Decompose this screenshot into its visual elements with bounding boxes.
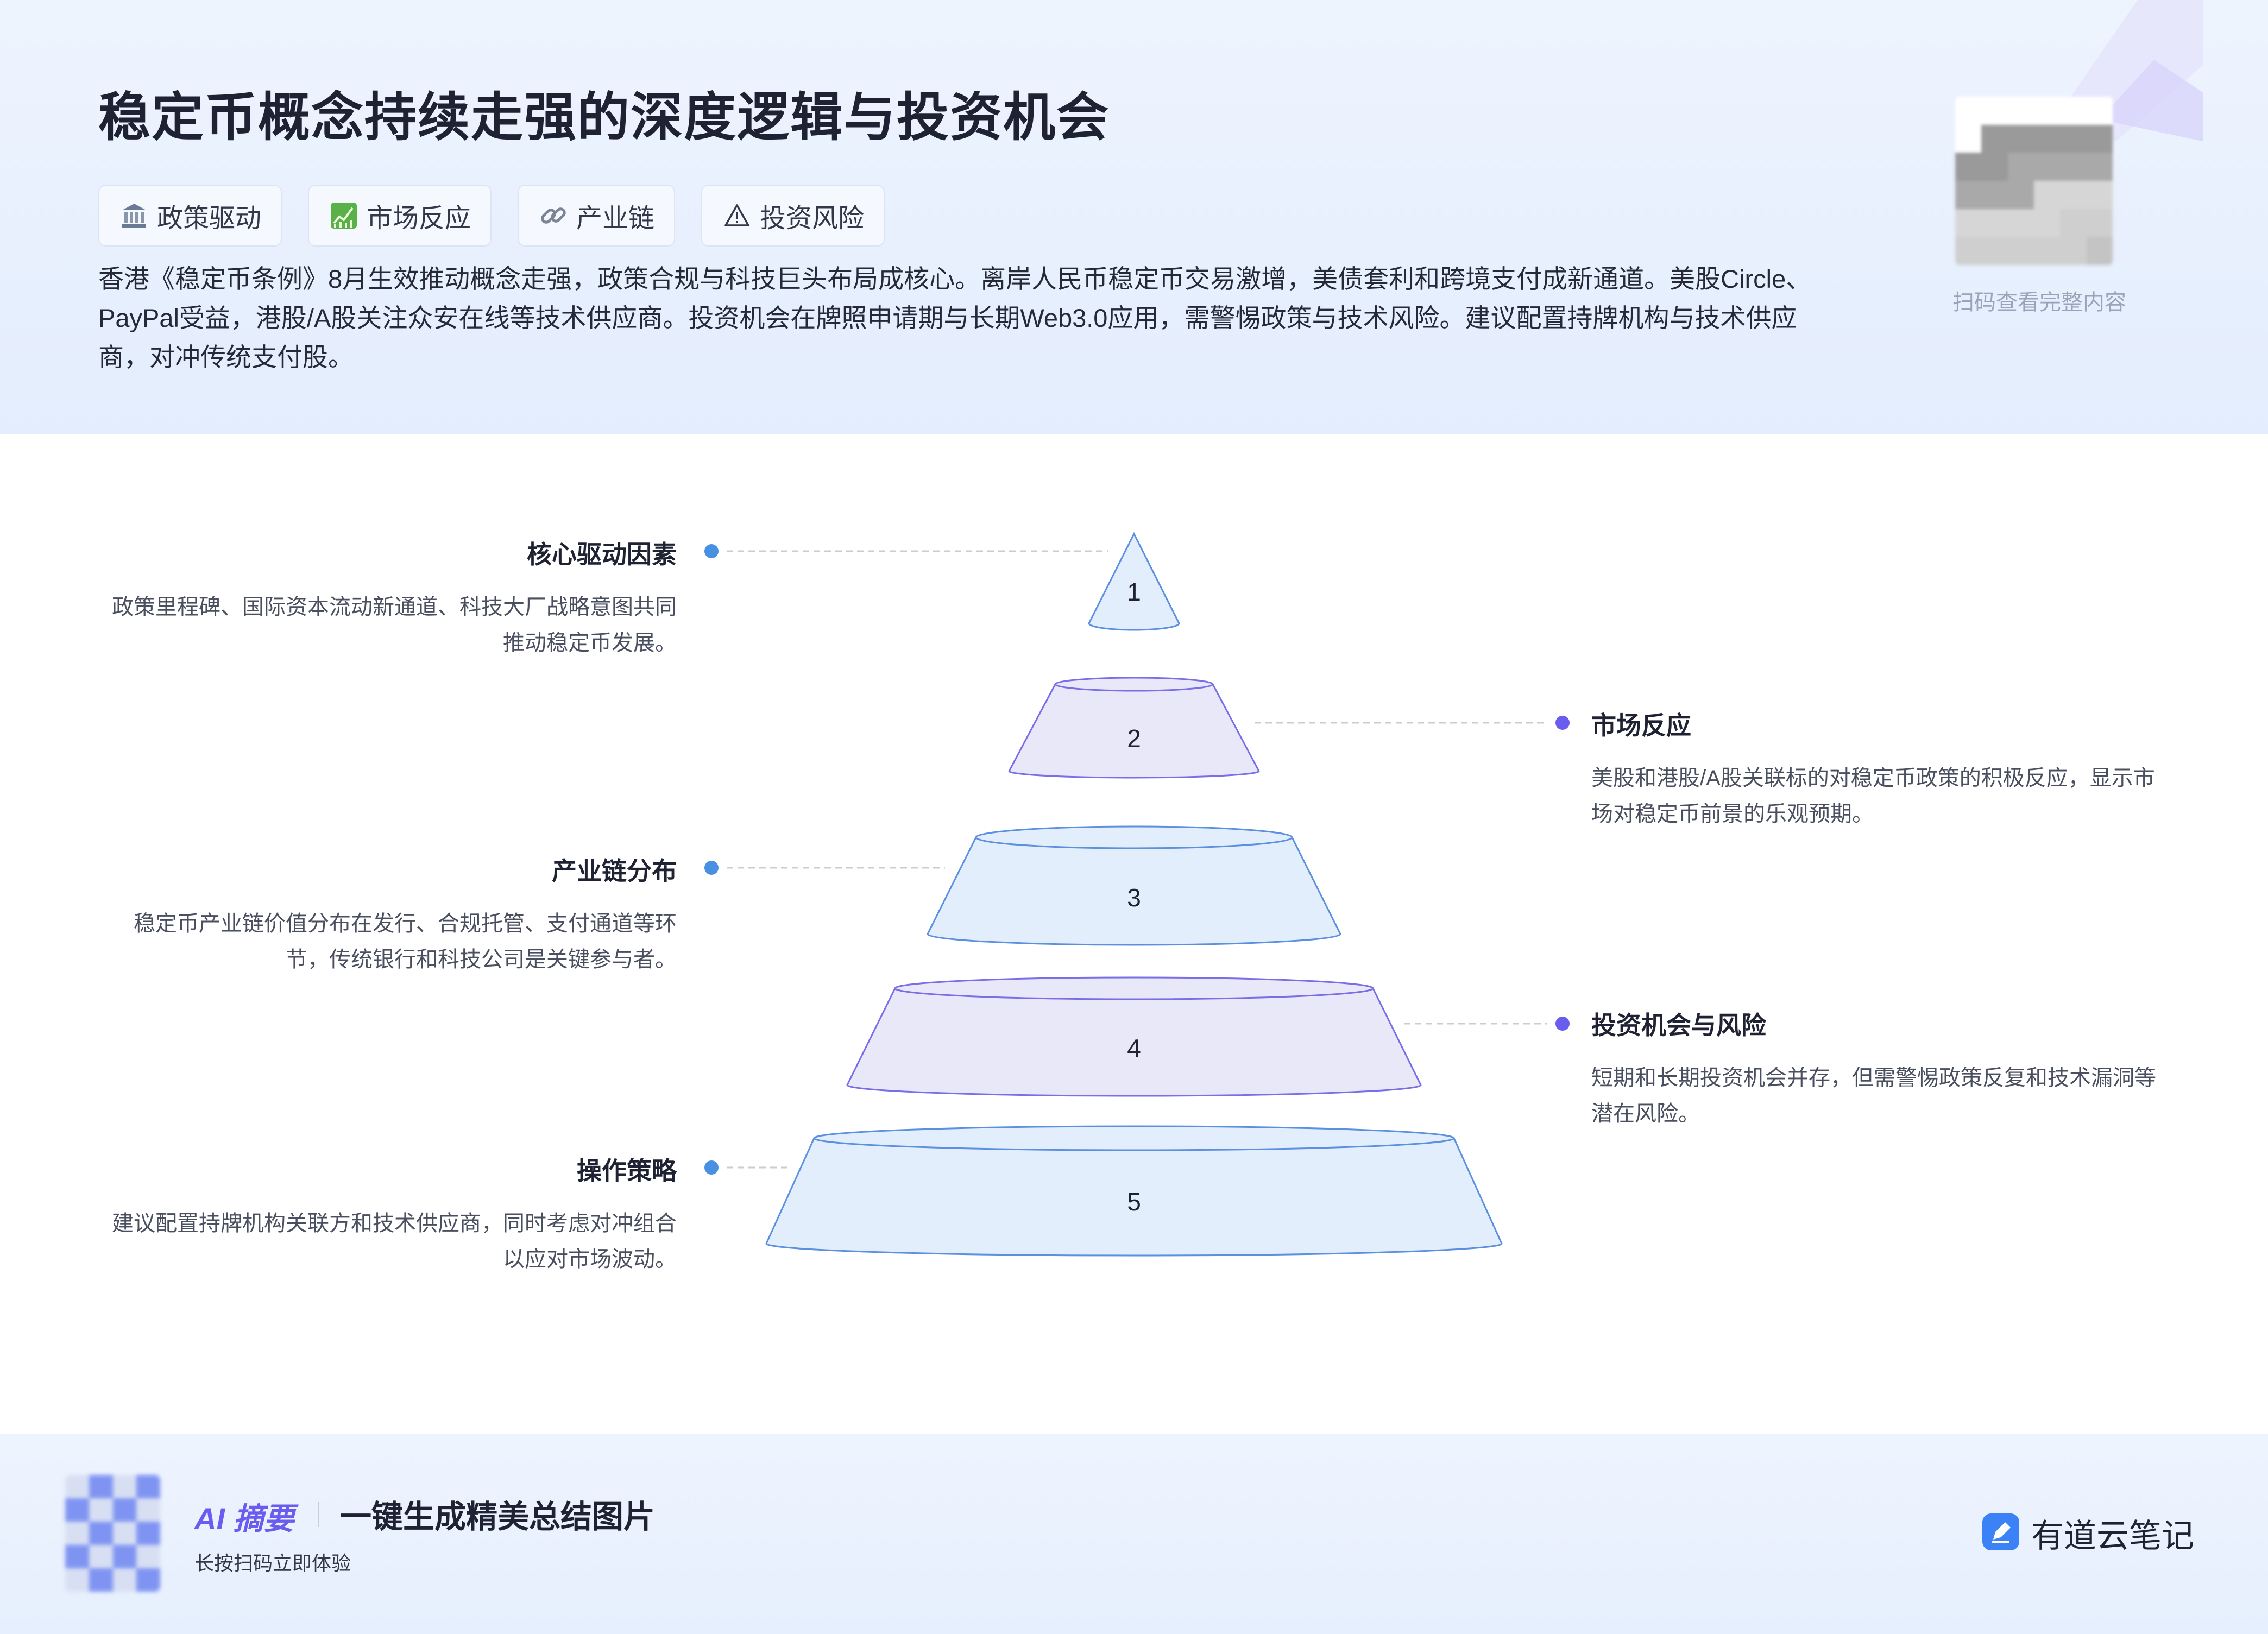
level-description: 政策里程碑、国际资本流动新通道、科技大厂战略意图共同推动稳定币发展。 (112, 595, 677, 655)
tag-risk: 投资风险 (701, 185, 885, 247)
chart-up-icon (329, 200, 359, 231)
qr-caption: 扫码查看完整内容 (1952, 291, 2126, 314)
tag-industry-chain: 产业链 (518, 185, 676, 247)
connector-dot (704, 544, 719, 558)
level-5-label: 操作策略 建议配置持牌机构关联方和技术供应商，同时考虑对冲组合以应对市场波动。 (98, 1151, 677, 1277)
level-title: 市场反应 (1591, 711, 1691, 740)
pyramid-level-3: 3 (704, 825, 1341, 946)
level-number: 3 (1127, 884, 1141, 912)
connector-dot (704, 861, 719, 875)
pyramid-segment (1088, 532, 1180, 631)
footer-qr-code[interactable] (65, 1475, 160, 1592)
pyramid-segment-top (894, 976, 1374, 1000)
link-icon (538, 200, 569, 231)
brand-name: 有道云笔记 (2031, 1518, 2194, 1554)
level-title: 操作策略 (577, 1157, 677, 1185)
level-number: 2 (1127, 724, 1141, 753)
tag-market: 市场反应 (308, 185, 492, 247)
tag-label: 市场反应 (367, 204, 471, 233)
connector-dot (1555, 716, 1570, 730)
level-number: 5 (1127, 1188, 1141, 1216)
tag-label: 政策驱动 (157, 204, 262, 233)
connector-dot (1555, 1017, 1570, 1031)
level-description: 美股和港股/A股关联标的对稳定币政策的积极反应，显示市场对稳定币前景的乐观预期。 (1591, 766, 2155, 826)
tag-label: 产业链 (576, 204, 655, 233)
level-4-label: 投资机会与风险 短期和长期投资机会并存，但需警惕政策反复和技术漏洞等潜在风险。 (1591, 1006, 2172, 1132)
level-description: 短期和长期投资机会并存，但需警惕政策反复和技术漏洞等潜在风险。 (1591, 1066, 2156, 1126)
pyramid-level-5: 5 (704, 1125, 1503, 1257)
pyramid-level-1: 1 (704, 532, 1180, 631)
header: 稳定币概念持续走强的深度逻辑与投资机会 政策驱动 (0, 0, 2268, 434)
pyramid-segment (927, 836, 1341, 946)
level-number: 4 (1127, 1034, 1141, 1062)
level-title: 核心驱动因素 (527, 540, 677, 569)
bank-icon (119, 200, 149, 231)
qr-code[interactable] (1955, 97, 2124, 265)
page-title: 稳定币概念持续走强的深度逻辑与投资机会 (98, 89, 1110, 147)
footer-subtext: 长按扫码立即体验 (194, 1552, 351, 1574)
pyramid-segment-top (1054, 677, 1214, 692)
pyramid-graphic: 1 2 3 4 5 (704, 532, 1570, 1257)
level-description: 建议配置持牌机构关联方和技术供应商，同时考虑对冲组合以应对市场波动。 (112, 1212, 677, 1271)
brand-logo: 有道云笔记 (1981, 1510, 2194, 1557)
footer: AI 摘要 一键生成精美总结图片 长按扫码立即体验 有道云笔记 (0, 1434, 2268, 1634)
pyramid-segment (846, 987, 1422, 1097)
pyramid-level-2: 2 (1008, 677, 1570, 779)
tag-label: 投资风险 (760, 204, 865, 233)
level-2-label: 市场反应 美股和港股/A股关联标的对稳定币政策的积极反应，显示市场对稳定币前景的… (1591, 706, 2172, 832)
pyramid-segment (765, 1137, 1503, 1257)
level-1-label: 核心驱动因素 政策里程碑、国际资本流动新通道、科技大厂战略意图共同推动稳定币发展… (98, 535, 677, 661)
footer-slogan: 一键生成精美总结图片 (340, 1499, 656, 1535)
connector-dot (704, 1160, 719, 1175)
level-title: 产业链分布 (552, 857, 677, 885)
tag-policy: 政策驱动 (98, 185, 282, 247)
level-3-label: 产业链分布 稳定币产业链价值分布在发行、合规托管、支付通道等环节，传统银行和科技… (98, 851, 677, 977)
level-number: 1 (1127, 578, 1141, 606)
pyramid-segment (1008, 683, 1260, 779)
pyramid-diagram: 1 2 3 4 5 核心驱动因素 政策里程碑、国际资本流动新通道、科技大厂战略意图共同推… (0, 434, 2268, 1434)
tag-list: 政策驱动 市场反应 产业链 (98, 185, 885, 247)
divider (318, 1502, 319, 1527)
pyramid-segment-top (975, 825, 1293, 849)
level-title: 投资机会与风险 (1591, 1011, 1766, 1039)
warning-icon (722, 200, 752, 231)
pyramid-level-4: 4 (846, 976, 1570, 1097)
pyramid-segment-top (813, 1125, 1455, 1151)
summary-text: 香港《稳定币条例》8月生效推动概念走强，政策合规与科技巨头布局成核心。离岸人民币… (98, 264, 1812, 371)
pen-note-icon (1981, 1512, 2020, 1554)
ai-summary-label: AI 摘要 (194, 1501, 294, 1536)
level-description: 稳定币产业链价值分布在发行、合规托管、支付通道等环节，传统银行和科技公司是关键参… (134, 912, 677, 971)
